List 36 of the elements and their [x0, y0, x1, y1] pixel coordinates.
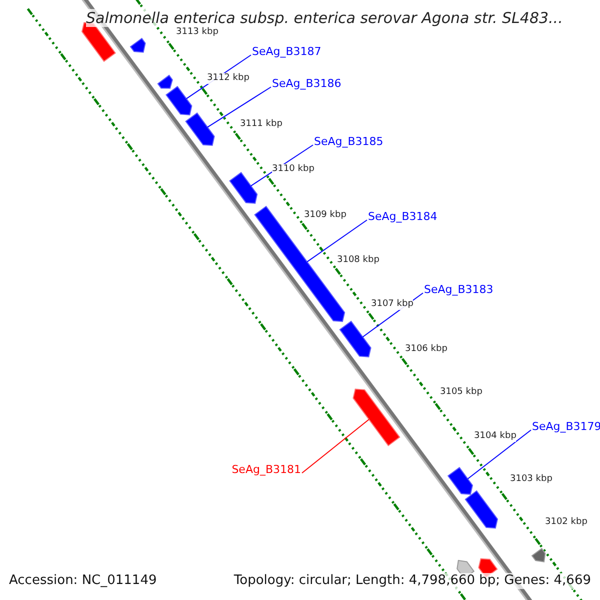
gene-label: SeAg_B3185 — [314, 135, 384, 148]
gene-label: SeAg_B3183 — [424, 283, 494, 296]
leader-line — [302, 418, 370, 474]
tick-label: 3107 kbp — [371, 299, 414, 310]
tick-label: 3111 kbp — [240, 119, 282, 130]
gene-feature — [157, 74, 173, 89]
title: Salmonella enterica subsp. enterica serovar Agona str. SL483... — [86, 9, 563, 27]
gene-label: SeAg_B3187 — [252, 45, 322, 58]
tick-label: 3106 kbp — [405, 344, 448, 355]
gene-feature — [447, 466, 474, 495]
tick-label: 3102 kbp — [545, 517, 588, 528]
tick-label: 3109 kbp — [304, 210, 346, 221]
info-text: Topology: circular; Length: 4,798,660 bp; Genes: 4,669 — [234, 573, 591, 589]
gene-feature — [229, 172, 258, 204]
info-text: Accession: NC_011149 — [9, 573, 157, 589]
leader-line — [467, 430, 532, 480]
gene-feature — [464, 490, 498, 529]
tick-label: 3112 kbp — [207, 73, 250, 84]
leader-line — [207, 86, 272, 128]
gene-feature — [531, 548, 546, 562]
gene-feature — [81, 22, 116, 62]
gene-label: SeAg_B3181 — [232, 463, 301, 476]
gene-feature — [185, 112, 215, 146]
tick-label: 3108 kbp — [337, 255, 380, 266]
tick-label: 3110 kbp — [272, 164, 314, 175]
tick-label: 3103 kbp — [510, 474, 552, 485]
gene-feature — [339, 320, 372, 358]
leader-line — [306, 220, 368, 262]
gene-feature — [352, 388, 400, 446]
tick-label: 3113 kbp — [176, 27, 218, 38]
gene-feature — [130, 38, 146, 53]
gene-label: SeAg_B3184 — [368, 210, 438, 224]
gene-label: SeAg_B3186 — [272, 77, 342, 90]
tick-label: 3104 kbp — [474, 431, 516, 442]
gene-feature — [166, 86, 192, 116]
tick-label: 3105 kbp — [440, 387, 482, 398]
